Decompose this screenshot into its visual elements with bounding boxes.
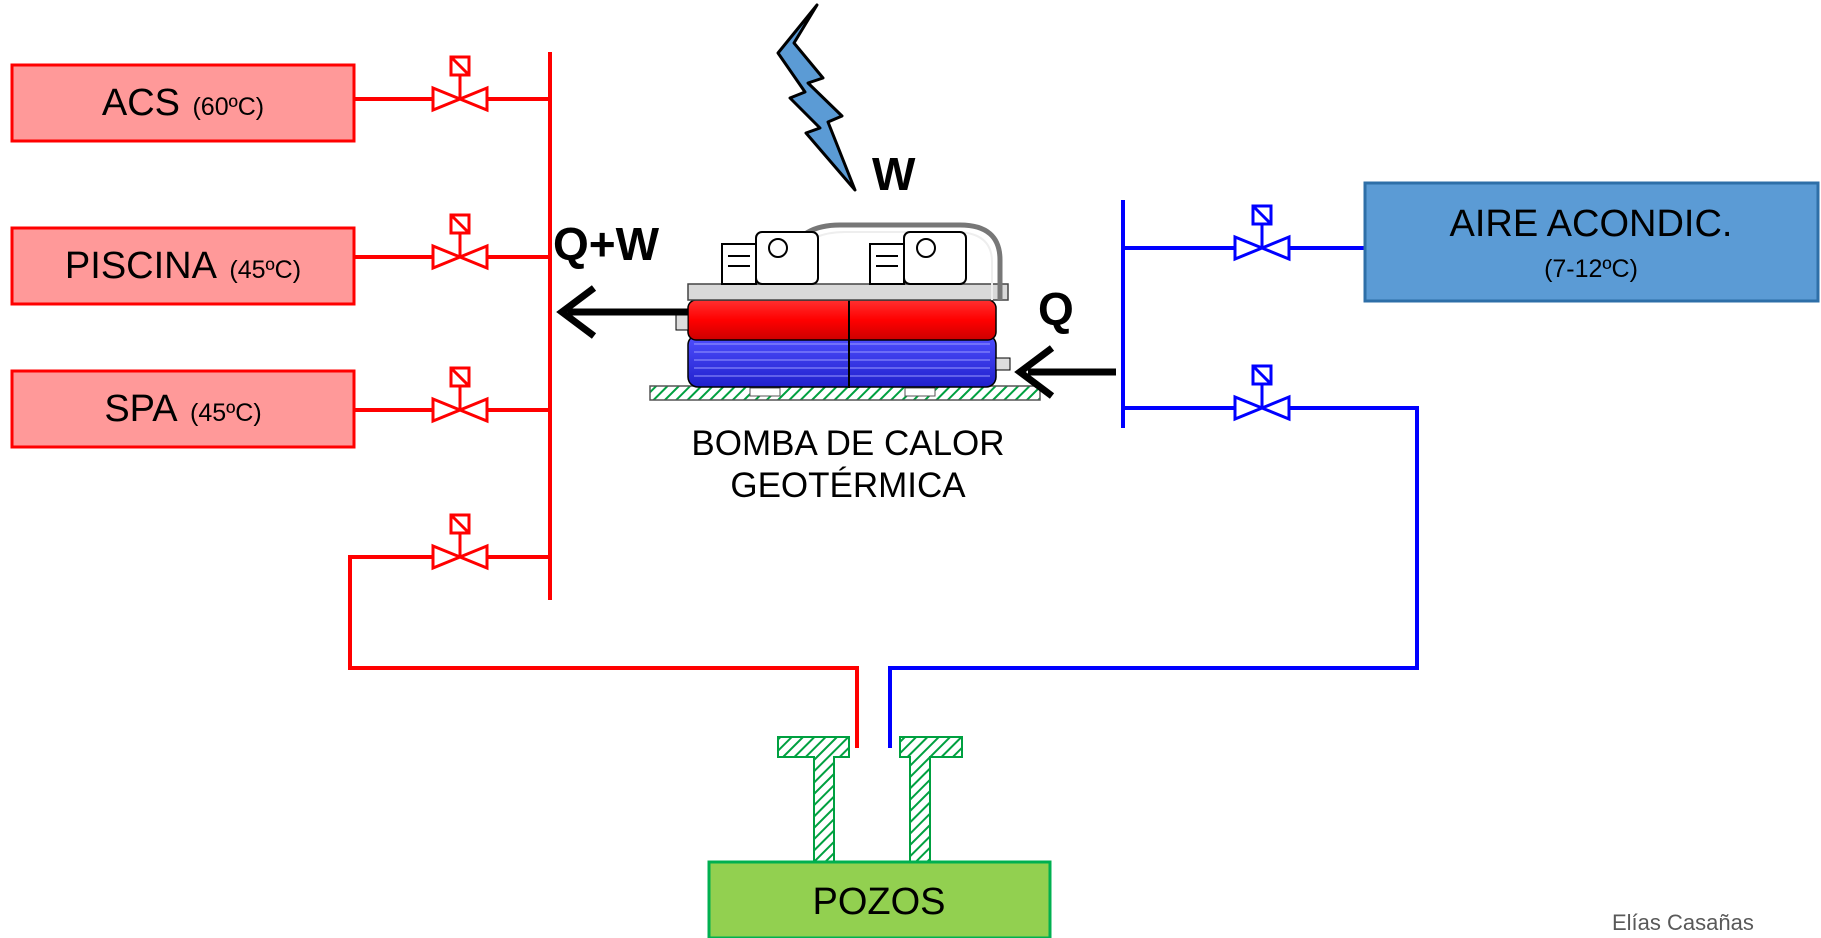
consumer-spa-temp: (45ºC) [190, 399, 262, 427]
solenoid-valve-icon [1233, 364, 1291, 422]
consumer-acs-name: ACS [102, 82, 180, 124]
wells-hatching [777, 736, 963, 863]
consumer-piscina-box: PISCINA (45ºC) [10, 226, 356, 306]
heat-pump-caption-line1: BOMBA DE CALOR [691, 424, 1004, 463]
wells-box: POZOS [707, 860, 1052, 938]
svg-text:PISCINA (45ºC): PISCINA (45ºC) [65, 245, 301, 287]
consumer-spa-name: SPA [104, 388, 178, 430]
svg-text:ACS (60ºC): ACS (60ºC) [102, 82, 264, 124]
heat-pump-illustration [649, 222, 1041, 401]
heat-out-label: Q+W [553, 218, 660, 270]
consumer-acs-temp: (60ºC) [192, 93, 264, 121]
arrow-left-icon [1014, 345, 1116, 399]
consumer-piscina-temp: (45ºC) [229, 256, 301, 284]
heat-pump-caption-line2: GEOTÉRMICA [730, 466, 966, 505]
wells-label: POZOS [812, 881, 945, 923]
solenoid-valve-icon [1233, 204, 1291, 262]
consumer-acs-box: ACS (60ºC) [10, 63, 356, 143]
lightning-bolt-icon [776, 3, 857, 192]
solenoid-valve-icon [431, 513, 489, 571]
consumer-aire-acondic-name: AIRE ACONDIC. [1450, 203, 1733, 245]
consumer-piscina-name: PISCINA [65, 245, 218, 287]
solenoid-valve-icon [431, 213, 489, 271]
svg-text:SPA (45ºC): SPA (45ºC) [104, 388, 261, 430]
arrow-left-icon [556, 285, 688, 339]
author-credit: Elías Casañas [1612, 910, 1754, 935]
solenoid-valve-icon [431, 366, 489, 424]
hot-piping [348, 52, 859, 748]
consumer-aire-acondic-temp: (7-12ºC) [1544, 255, 1638, 283]
solenoid-valve-icon [431, 55, 489, 113]
cold-piping [888, 200, 1419, 748]
consumer-aire-acondic-box: AIRE ACONDIC. (7-12ºC) [1363, 181, 1820, 303]
work-label: W [872, 148, 916, 200]
consumer-spa-box: SPA (45ºC) [10, 369, 356, 449]
heat-in-label: Q [1038, 283, 1074, 335]
